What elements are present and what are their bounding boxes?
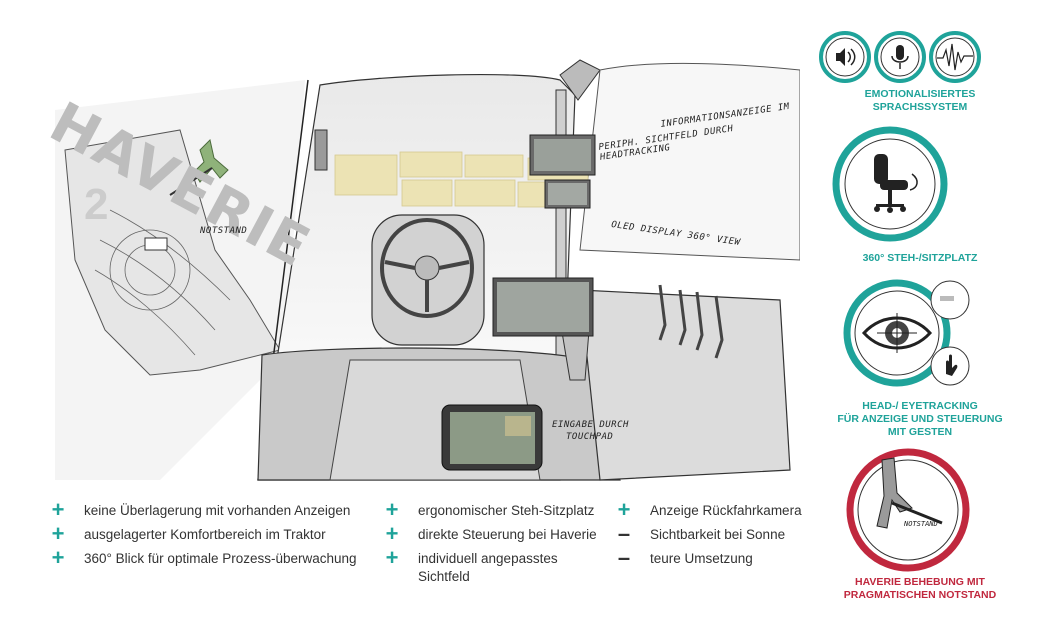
list-item-text: ergonomischer Steh-Sitzplatz bbox=[418, 503, 595, 518]
list-item: – Sichtbarkeit bei Sonne bbox=[614, 521, 814, 546]
machine-number: 2 bbox=[84, 180, 109, 229]
display-console bbox=[492, 277, 594, 337]
plus-icon: + bbox=[51, 545, 65, 570]
list-item-text: individuell angepasstes Sichtfeld bbox=[418, 551, 558, 584]
cockpit-sketch: HAVERIE 2 NOTSTAND INFORMATIONSANZEIGE I… bbox=[39, 59, 801, 481]
list-item: + Anzeige Rückfahrkamera bbox=[614, 497, 814, 522]
notstand-feature: NOTSTAND bbox=[846, 448, 970, 572]
hand-gesture-icon bbox=[930, 346, 970, 386]
list-item: + keine Überlagerung mit vorhanden Anzeig… bbox=[48, 497, 378, 522]
list-item: + ausgelagerter Komfortbereich im Traktor bbox=[48, 521, 378, 546]
voice-icons bbox=[819, 31, 981, 83]
list-item-text: Anzeige Rückfahrkamera bbox=[650, 503, 802, 518]
feature-notstand-label: HAVERIE BEHEBUNG MIT PRAGMATISCHEN NOTST… bbox=[843, 576, 997, 601]
speaker-icon bbox=[819, 31, 871, 83]
label-touch-line2: TOUCHPAD bbox=[566, 432, 614, 442]
list-col3: + Anzeige Rückfahrkamera – Sichtbarkeit bei… bbox=[614, 497, 814, 574]
steering-wheel bbox=[371, 214, 485, 346]
minus-icon: – bbox=[617, 545, 631, 570]
eye-icon bbox=[861, 313, 933, 353]
plus-icon: + bbox=[385, 497, 399, 522]
feature-chair-label: 360° STEH-/SITZPLATZ bbox=[862, 252, 978, 264]
cockpit-illustration bbox=[55, 59, 801, 481]
plus-icon: + bbox=[385, 521, 399, 546]
waveform-icon bbox=[929, 31, 981, 83]
display-top bbox=[529, 134, 596, 176]
microphone-icon bbox=[874, 31, 926, 83]
feature-voice-label: EMOTIONALISIERTES SPRACHSSYSTEM bbox=[864, 88, 976, 113]
label-touch-line1: EINGABE DURCH bbox=[552, 420, 629, 430]
plus-icon: + bbox=[385, 545, 399, 570]
list-col2: + ergonomischer Steh-Sitzplatz + direkte St… bbox=[382, 497, 612, 592]
list-item: + ergonomischer Steh-Sitzplatz bbox=[382, 497, 612, 522]
minus-icon: – bbox=[617, 521, 631, 546]
plus-icon: + bbox=[617, 497, 631, 522]
notstand-lever-sketch bbox=[169, 139, 229, 196]
notstand-inner-label: NOTSTAND bbox=[903, 520, 938, 528]
list-item-text: teure Umsetzung bbox=[650, 551, 753, 566]
notstand-lever-icon bbox=[876, 457, 943, 529]
feature-eye-label: HEAD-/ EYETRACKING FÜR ANZEIGE UND STEUE… bbox=[837, 400, 1003, 438]
list-item: – teure Umsetzung bbox=[614, 545, 814, 570]
list-item: + individuell angepasstes Sichtfeld bbox=[382, 545, 612, 586]
list-col1: + keine Überlagerung mit vorhanden Anzeig… bbox=[48, 497, 378, 574]
chair-feature bbox=[832, 126, 948, 242]
display-mid bbox=[544, 179, 591, 209]
list-item-text: direkte Steuerung bei Haverie bbox=[418, 527, 597, 542]
eyetracking-feature bbox=[843, 279, 970, 387]
plus-icon: + bbox=[51, 521, 65, 546]
label-notstand-left: NOTSTAND bbox=[200, 226, 248, 236]
joysticks bbox=[658, 284, 724, 359]
list-item-text: 360° Blick für optimale Prozess-überwach… bbox=[84, 551, 357, 566]
touchpad-tablet bbox=[441, 404, 543, 471]
list-item: +360° Blick für optimale Prozess-überwac… bbox=[48, 545, 378, 570]
chair-icon bbox=[874, 154, 908, 213]
plus-icon: + bbox=[51, 497, 65, 522]
list-item-text: keine Überlagerung mit vorhanden Anzeige… bbox=[84, 503, 351, 518]
list-item-text: ausgelagerter Komfortbereich im Traktor bbox=[84, 527, 326, 542]
list-item-text: Sichtbarkeit bei Sonne bbox=[650, 527, 786, 542]
list-item: + direkte Steuerung bei Haverie bbox=[382, 521, 612, 546]
